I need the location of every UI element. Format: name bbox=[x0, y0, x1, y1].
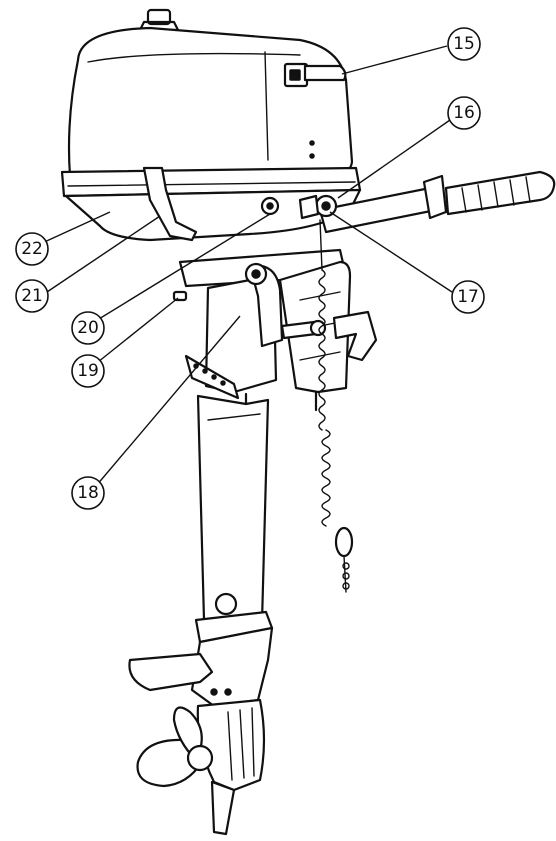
safety-lanyard bbox=[318, 219, 354, 593]
driveshaft-housing bbox=[128, 394, 274, 708]
callout-21-label: 21 bbox=[21, 286, 43, 306]
callout-17: 17 bbox=[451, 280, 485, 314]
gearcase-propeller bbox=[136, 698, 266, 836]
callout-21: 21 bbox=[15, 279, 49, 313]
callout-15: 15 bbox=[447, 27, 481, 61]
callout-17-label: 17 bbox=[457, 287, 479, 307]
callout-20-label: 20 bbox=[77, 318, 99, 338]
callout-16: 16 bbox=[447, 96, 481, 130]
callout-18: 18 bbox=[71, 476, 105, 510]
callout-19-label: 19 bbox=[77, 361, 99, 381]
callout-19: 19 bbox=[71, 354, 105, 388]
callout-22: 22 bbox=[15, 232, 49, 266]
callout-22-label: 22 bbox=[21, 239, 43, 259]
callout-20: 20 bbox=[71, 311, 105, 345]
callout-18-label: 18 bbox=[77, 483, 99, 503]
callout-15-label: 15 bbox=[453, 34, 475, 54]
tiller-handle bbox=[298, 170, 556, 234]
swivel-bracket bbox=[172, 196, 378, 412]
leader-lines bbox=[39, 45, 453, 487]
callout-16-label: 16 bbox=[453, 103, 475, 123]
